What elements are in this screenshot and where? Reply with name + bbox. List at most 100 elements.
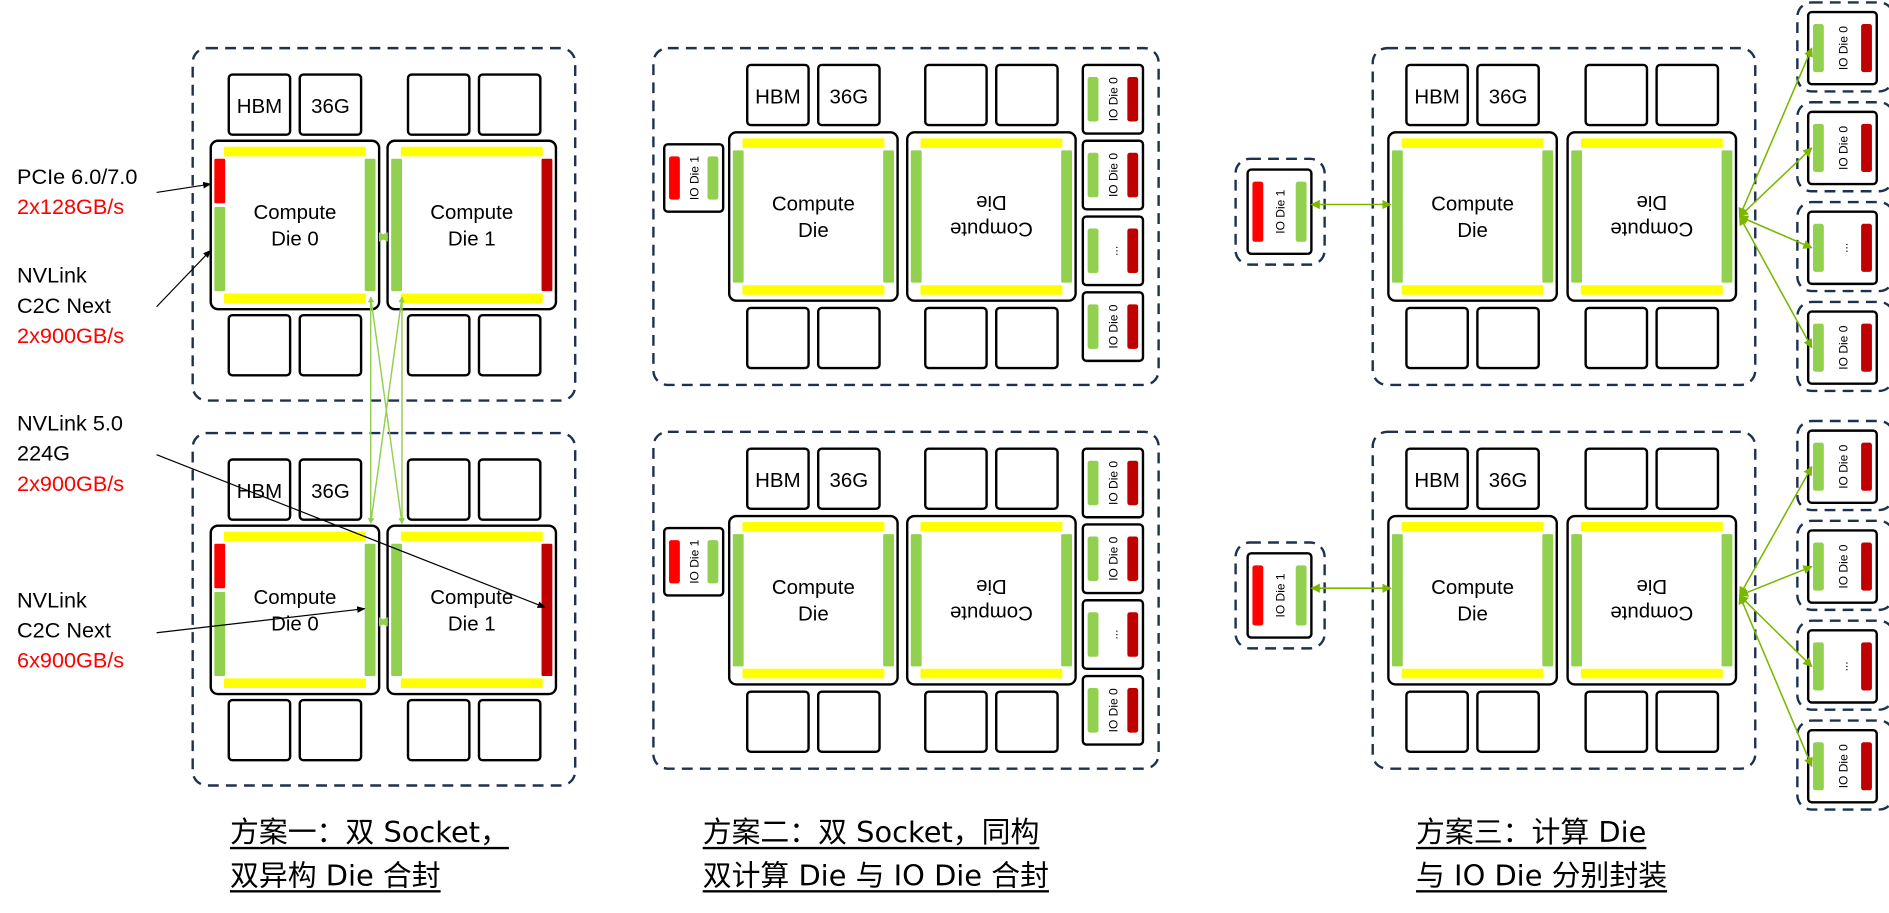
hbm-group-die0-bottom (227, 313, 363, 377)
hbm-stack (298, 313, 363, 377)
io-die-nvlink-bar (1812, 742, 1824, 791)
io-die-io-bar (1861, 542, 1872, 591)
side-bar-right (541, 543, 553, 677)
hbm-stack (995, 690, 1059, 754)
hbm-stack (227, 73, 292, 136)
io-die-io-bar (1127, 228, 1139, 274)
compute-die-label-line1: Compute (950, 218, 1033, 241)
io-die-nvlink-bar (1295, 181, 1307, 242)
hbm-group-right-bottom (1584, 306, 1720, 370)
io-die-nvlink-bar (1812, 223, 1824, 272)
compute-die-label-line1: Compute (430, 586, 513, 609)
d2d-bar-bottom (400, 293, 543, 304)
pcie-bar (214, 543, 226, 589)
io-die-label: IO Die 0 (1836, 26, 1850, 70)
io-die-0-package-1: IO Die 0 (1738, 101, 1889, 218)
hbm-stack (816, 306, 881, 370)
io-package (1796, 1, 1889, 93)
side-bar-right (1721, 534, 1733, 667)
io-die-0: IO Die 0 (1806, 529, 1878, 604)
io-die-label: IO Die 0 (1107, 536, 1121, 580)
io-die-0-2: ... (1081, 599, 1145, 671)
io-die-nvlink-bar (1812, 323, 1824, 372)
io-die-nvlink-bar (1812, 642, 1824, 691)
annotation-arrow (156, 181, 212, 194)
hbm-stack (1476, 306, 1540, 370)
side-bar-right (364, 158, 376, 292)
io-die-outline (1246, 168, 1313, 256)
io-die-nvlink-bar (1087, 612, 1099, 657)
hbm-stack (746, 63, 810, 127)
io-die-io-bar (1127, 152, 1139, 198)
io-die-0-0: IO Die 0 (1081, 447, 1145, 519)
io-die-io-bar (1861, 223, 1872, 272)
hbm-stack (298, 73, 363, 136)
compute-die-outline (727, 131, 899, 302)
compute-die-outline (906, 514, 1077, 686)
side-bar-left (1391, 534, 1403, 667)
io-die-label: IO Die 0 (1836, 325, 1850, 369)
io-link (1738, 594, 1813, 668)
d2d-bar-top (1401, 522, 1544, 532)
hbm-stack (924, 63, 988, 127)
d2d-bar-top (1580, 138, 1723, 148)
d2d-bar-top (1401, 138, 1544, 148)
io-die-0-package-3: IO Die 0 (1738, 215, 1889, 393)
hbm-group-die1-bottom (406, 698, 542, 762)
io-die-0-package-6: ... (1738, 594, 1889, 711)
nvlink-c2c-bar (214, 591, 226, 677)
compute-die-outline (386, 524, 558, 696)
socket-package (652, 430, 1160, 770)
hbm-stack (1476, 690, 1540, 754)
compute-die-outline (1387, 131, 1558, 302)
io-die-io-bar (669, 156, 680, 200)
compute-die-label-line2: Die (1636, 575, 1667, 598)
io-die-0-package-2: ... (1738, 200, 1889, 293)
io-die-1: IO Die 1 (663, 143, 725, 213)
compute-die-label-line2: Die 0 (271, 227, 319, 250)
io-die-0-package-0: IO Die 0 (1738, 1, 1889, 218)
hbm-capacity-label: 36G (830, 469, 869, 492)
io-die-label: ... (1836, 661, 1850, 671)
io-die-0: ... (1806, 210, 1878, 286)
d2d-bar-bottom (400, 678, 543, 689)
d2d-bar-top (920, 138, 1063, 148)
io-die-io-bar (1861, 24, 1872, 73)
d2d-bar-bottom (920, 285, 1063, 295)
hbm-stack (1476, 447, 1540, 511)
hbm-stack (816, 447, 881, 511)
io-die-0-1: IO Die 0 (1081, 523, 1145, 595)
hbm-group-right-top (924, 63, 1059, 127)
compute-die-label-line1: Compute (253, 586, 336, 609)
side-bar-right (883, 150, 894, 283)
side-bar-right (1721, 150, 1733, 283)
io-die-0: ... (1806, 629, 1878, 704)
io-die-0-3: IO Die 0 (1081, 291, 1145, 363)
annotation-bandwidth: 2x900GB/s (17, 323, 124, 348)
io-die-label: IO Die 0 (1836, 744, 1850, 788)
hbm-stack (477, 458, 542, 521)
hbm-stack (995, 447, 1059, 511)
d2d-bar-bottom (1401, 285, 1544, 295)
io-die-nvlink-bar (1087, 152, 1099, 198)
io-die-nvlink-bar (1087, 76, 1099, 122)
hbm-label: HBM (755, 85, 800, 108)
hbm-group-left-bottom (746, 306, 881, 370)
io-package (1796, 419, 1889, 512)
compute-die-label-line2: Die (1636, 191, 1667, 214)
compute-die-outline (906, 131, 1077, 302)
caption-line: 与 IO Die 分别封装 (1416, 858, 1667, 892)
io-die-io-bar (1127, 460, 1139, 506)
compute-die-label-line1: Compute (772, 576, 855, 599)
io-link (1738, 47, 1813, 218)
hbm-stack (298, 458, 363, 521)
